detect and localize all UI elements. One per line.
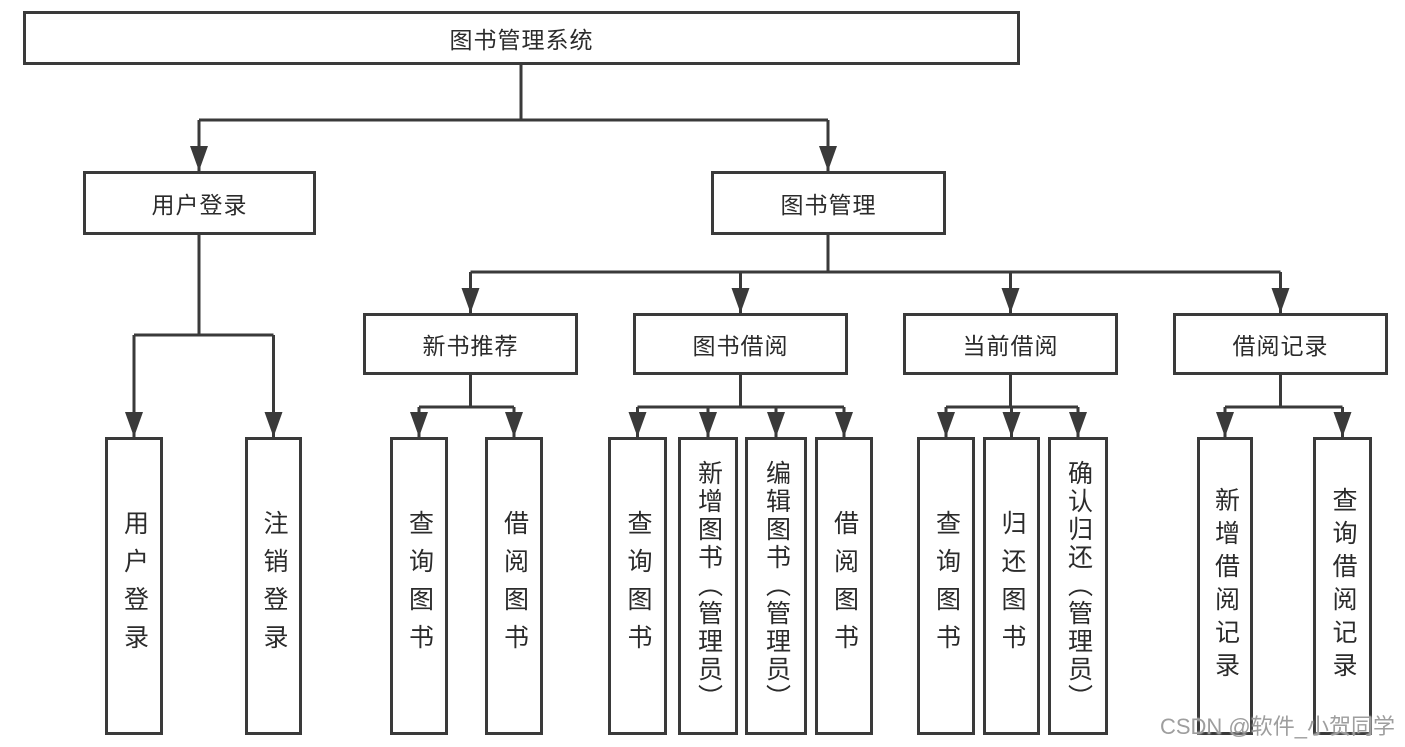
leaf-label: 查询图书: [932, 510, 961, 662]
leaf-borrow-books-newbook: 借阅图书: [485, 437, 543, 735]
leaf-user-login: 用户登录: [105, 437, 163, 735]
leaf-add-book-admin: 新增图书（管理员）: [678, 437, 738, 735]
connector-current-to-leaves: [937, 375, 1087, 437]
leaf-borrow-books-borrowing: 借阅图书: [815, 437, 873, 735]
leaf-label: 注销登录: [260, 510, 288, 662]
connector-newbook-to-leaves: [410, 375, 523, 437]
node-new-book-recommend: 新书推荐: [363, 313, 578, 375]
node-label: 新书推荐: [422, 333, 519, 359]
leaf-label: 归还图书: [998, 510, 1026, 662]
leaf-label: 查询图书: [624, 510, 652, 662]
node-book-management: 图书管理: [711, 171, 946, 235]
leaf-query-books-current: 查询图书: [917, 437, 975, 735]
leaf-return-books: 归还图书: [983, 437, 1040, 735]
node-label: 用户登录: [151, 192, 248, 218]
connector-borrow-to-leaves: [628, 375, 853, 437]
leaf-label: 借阅图书: [500, 510, 529, 662]
node-label: 图书管理系统: [449, 27, 594, 53]
connector-records-to-leaves: [1216, 375, 1352, 437]
connector-bookmgmt-to-level3: [461, 235, 1290, 313]
leaf-label: 查询图书: [405, 510, 434, 662]
leaf-query-borrow-record: 查询借阅记录: [1313, 437, 1372, 735]
leaf-edit-book-admin: 编辑图书（管理员）: [745, 437, 807, 735]
node-user-login: 用户登录: [83, 171, 316, 235]
node-label: 图书借阅: [692, 333, 789, 359]
node-library-management-system: 图书管理系统: [23, 11, 1020, 65]
node-label: 借阅记录: [1232, 333, 1329, 359]
leaf-query-books-borrowing: 查询图书: [608, 437, 667, 735]
node-book-borrowing: 图书借阅: [633, 313, 848, 375]
leaf-label: 查询借阅记录: [1329, 487, 1357, 685]
connector-userlogin-to-leaves: [125, 235, 283, 437]
leaf-add-borrow-record: 新增借阅记录: [1197, 437, 1253, 735]
node-label: 当前借阅: [962, 333, 1059, 359]
leaf-label: 编辑图书（管理员）: [762, 460, 791, 712]
node-label: 图书管理: [780, 192, 877, 218]
leaf-label: 用户登录: [120, 510, 149, 662]
node-borrowing-records: 借阅记录: [1173, 313, 1388, 375]
leaf-label: 借阅图书: [830, 510, 859, 662]
leaf-logout: 注销登录: [245, 437, 302, 735]
csdn-watermark: CSDN @软件_小贺同学: [1159, 714, 1395, 739]
leaf-label: 新增借阅记录: [1211, 487, 1240, 685]
leaf-label: 确认归还（管理员）: [1064, 460, 1093, 712]
leaf-confirm-return-admin: 确认归还（管理员）: [1048, 437, 1108, 735]
connector-root-to-level2: [190, 65, 837, 171]
leaf-query-books-newbook: 查询图书: [390, 437, 448, 735]
leaf-label: 新增图书（管理员）: [694, 460, 723, 712]
node-current-borrowing: 当前借阅: [903, 313, 1118, 375]
